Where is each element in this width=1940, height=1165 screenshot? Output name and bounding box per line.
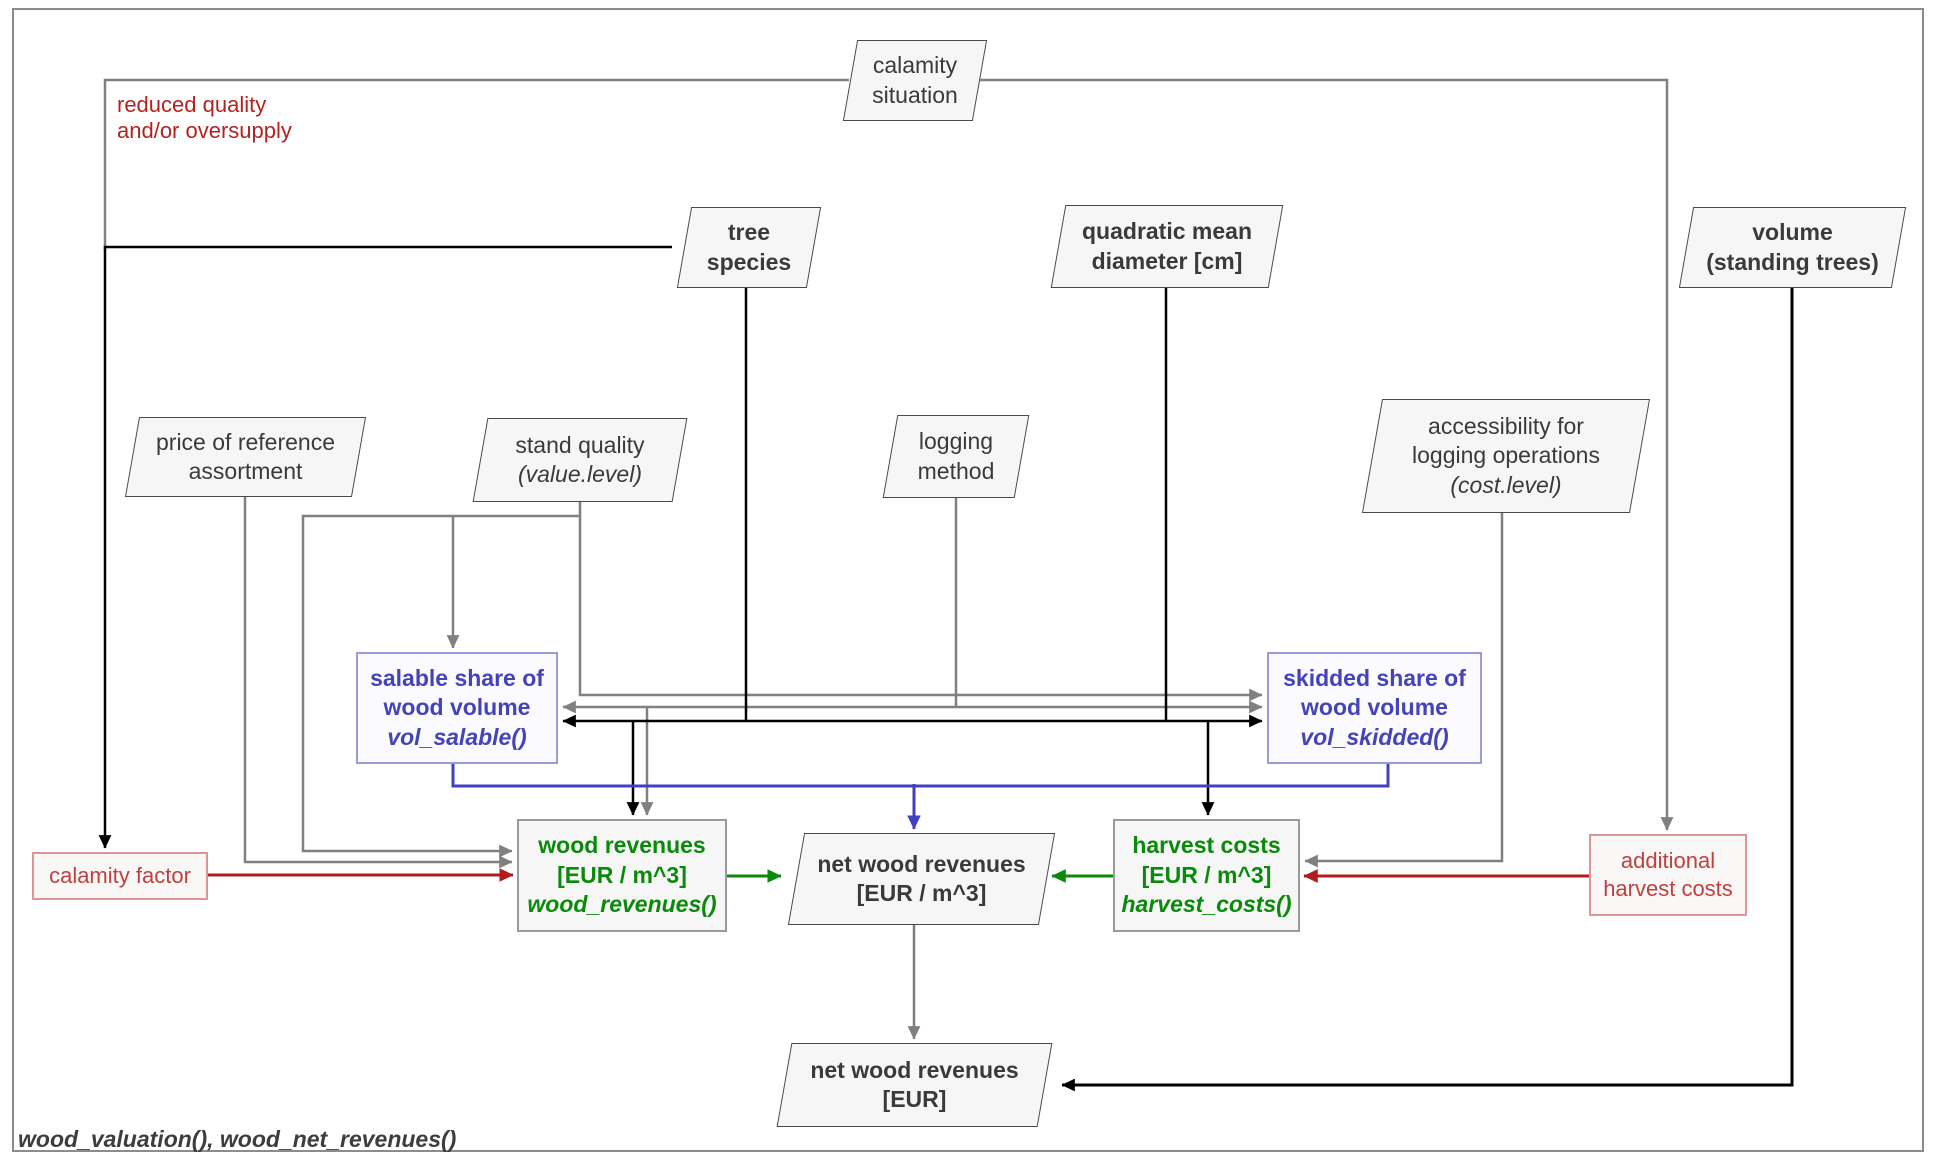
node-additional-harvest-costs: additional harvest costs <box>1589 834 1747 916</box>
node-wood-revenues: wood revenues[EUR / m^3] wood_revenues() <box>517 819 727 932</box>
edge-label-reduced-quality: reduced quality and/or oversupply <box>117 92 292 144</box>
node-calamity-factor: calamity factor <box>32 852 208 900</box>
node-text: (value.level) <box>518 461 642 487</box>
node-text: volume <box>1752 219 1833 246</box>
node-text: [EUR / m^3] <box>1141 861 1272 888</box>
node-text: [EUR / m^3] <box>856 880 987 906</box>
node-text: wood_revenues() <box>527 891 717 918</box>
node-text: diameter [cm] <box>1091 247 1243 274</box>
node-text: harvest costs <box>1603 876 1733 901</box>
edge-calamity-to-factor-gray <box>103 78 849 250</box>
diagram-frame <box>12 8 1924 1152</box>
node-net-wood-revenues-m3: net wood revenues [EUR / m^3] <box>787 833 1056 925</box>
node-text: additional <box>1620 847 1716 873</box>
node-text: quadratic mean <box>1082 218 1252 245</box>
node-text: wood volume <box>383 694 531 721</box>
node-text: logging <box>918 428 994 455</box>
node-price-of-reference-assortment: price of reference assortment <box>124 417 367 497</box>
node-text: price of reference <box>156 428 335 455</box>
edge-salable-to-net-m3 <box>451 764 916 788</box>
node-text: net wood revenues <box>810 1056 1019 1083</box>
node-text: harvest costs <box>1132 832 1281 859</box>
node-text: calamity factor <box>49 862 191 888</box>
node-volume-standing-trees: volume(standing trees) <box>1678 207 1907 288</box>
node-text: assortment <box>188 458 303 484</box>
edge-treespecies-to-calamity-factor <box>98 245 672 849</box>
edge-accessibility-to-harvest-costs <box>1304 513 1504 868</box>
node-text: harvest_costs() <box>1121 891 1292 918</box>
node-text: stand quality <box>515 431 645 458</box>
node-harvest-costs: harvest costs[EUR / m^3] harvest_costs() <box>1113 819 1300 932</box>
node-text: calamity <box>872 52 958 79</box>
node-text: [EUR] <box>882 1086 947 1112</box>
node-text: vol_skidded() <box>1300 723 1449 750</box>
edge-calamity-to-additional-costs <box>979 78 1674 831</box>
node-text: (standing trees) <box>1706 248 1879 275</box>
edge-label-line2: and/or oversupply <box>117 118 292 143</box>
node-accessibility: accessibility for logging operations(cost… <box>1361 399 1651 513</box>
node-text: wood volume <box>1301 694 1448 721</box>
node-text: salable share of <box>370 664 544 691</box>
edge-standquality-to-skidded <box>578 502 1263 702</box>
edge-volume-to-net-eur <box>1061 288 1794 1092</box>
node-text: wood revenues <box>538 832 706 859</box>
edge-label-line1: reduced quality <box>117 92 267 117</box>
node-text: [EUR / m^3] <box>557 861 687 888</box>
node-net-wood-revenues-eur: net wood revenues [EUR] <box>776 1043 1053 1127</box>
node-text: (cost.level) <box>1450 471 1562 498</box>
edge-skidded-to-net-m3 <box>912 764 1390 788</box>
node-text: logging operations <box>1412 442 1600 469</box>
node-text: situation <box>872 81 958 108</box>
node-text: vol_salable() <box>387 723 527 750</box>
node-stand-quality: stand quality (value.level) <box>472 418 688 502</box>
node-text: method <box>917 457 995 484</box>
edge-standquality-to-wood-revenues <box>301 514 580 858</box>
node-text: species <box>706 248 792 275</box>
node-text: skidded share of <box>1283 664 1466 691</box>
node-text: net wood revenues <box>817 850 1026 877</box>
node-text: accessibility for <box>1428 412 1584 439</box>
edge-priceref-to-wood-revenues <box>243 497 513 869</box>
node-text: tree <box>727 219 771 246</box>
diagram-caption: wood_valuation(), wood_net_revenues() <box>18 1126 457 1152</box>
